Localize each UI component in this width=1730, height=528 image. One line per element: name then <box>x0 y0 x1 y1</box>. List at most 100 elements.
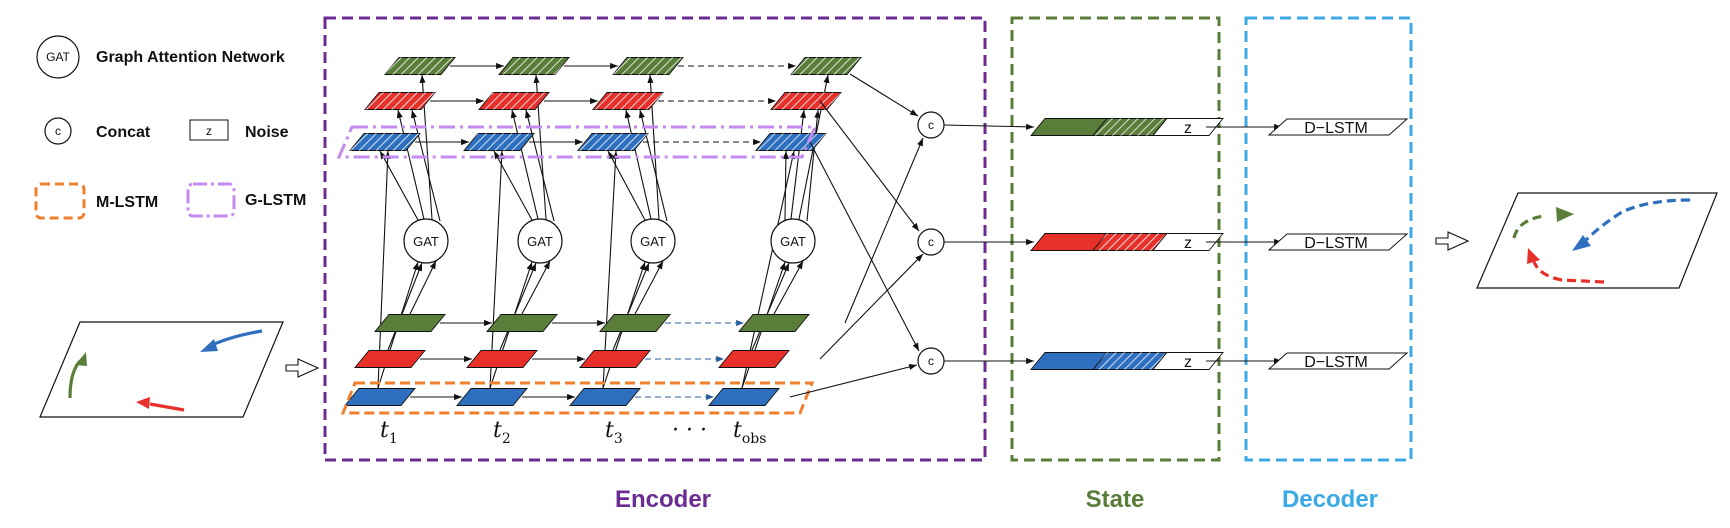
red-to-gat-arrow <box>387 262 423 351</box>
d-lstm-block-2: D−LSTM <box>1267 233 1409 252</box>
gat-node-label: GAT <box>780 234 806 249</box>
m-lstm-legend-label: M-LSTM <box>96 194 158 211</box>
bottom-green-cell-1 <box>374 314 446 332</box>
state-3-noise-segment <box>1152 352 1224 370</box>
bottom-blue-cell-3 <box>569 388 641 406</box>
input-red-trajectory <box>149 402 185 412</box>
top-green-cell-2 <box>498 57 570 75</box>
concat-symbol: c <box>928 235 934 249</box>
timestep-label-1: t1 <box>380 418 398 447</box>
gat-to-blue-arrow <box>379 150 419 221</box>
output-green-trajectory <box>1512 214 1545 239</box>
gat-to-blue-arrow <box>607 150 646 221</box>
g-lstm-dashed-box-icon <box>186 182 236 218</box>
d-lstm-label: D−LSTM <box>1304 120 1368 137</box>
state-2-interaction-segment <box>1092 233 1168 251</box>
gat-node-1: GAT <box>403 218 449 264</box>
timestep-labels: t1 t2 t3 · · · tobs <box>380 418 766 447</box>
output-scene <box>1476 192 1718 289</box>
bottom-green-cell-3 <box>599 314 671 332</box>
concat-symbol: c <box>928 354 934 368</box>
noise-symbol: z <box>1184 354 1192 371</box>
gat-to-blue-arrow <box>782 150 789 221</box>
gat-to-red-arrow <box>510 109 539 220</box>
timestep-label-3: t3 <box>605 418 623 447</box>
top-red-cell-3 <box>592 92 664 110</box>
output-red-arrowhead-icon <box>1527 248 1540 264</box>
gat-node-3: GAT <box>630 218 676 264</box>
gat-node-label: GAT <box>413 234 439 249</box>
state-label: State <box>1086 486 1145 513</box>
bottom-green-cell-2 <box>486 314 558 332</box>
top-blue-cell-2 <box>463 133 535 151</box>
legend-g-lstm: G-LSTM <box>186 182 306 218</box>
timestep-ellipsis: · · · <box>672 418 707 443</box>
top-blue-to-concat-arrow <box>809 141 920 352</box>
gat-to-red-arrow <box>806 109 821 222</box>
output-blue-arrowhead-icon <box>1572 235 1591 251</box>
skip-blue-arrow <box>741 150 796 389</box>
bottom-red-cell-3 <box>579 350 651 368</box>
output-green-arrowhead-icon <box>1556 207 1574 222</box>
skip-blue-arrow <box>377 150 391 389</box>
d-lstm-block-1: D−LSTM <box>1267 118 1409 137</box>
gat-node-icon <box>36 35 80 79</box>
legend-gat: GAT Graph Attention Network <box>36 35 285 79</box>
top-green-cell-4 <box>790 57 862 75</box>
timestep-label-2: t2 <box>493 418 511 447</box>
top-red-cell-4 <box>770 92 842 110</box>
bottom-green-to-concat-arrow <box>844 137 924 324</box>
decoder-label: Decoder <box>1282 486 1378 513</box>
bottom-red-cell-2 <box>466 350 538 368</box>
input-red-arrowhead-icon <box>136 397 150 409</box>
input-green-arrowhead-icon <box>75 352 87 366</box>
g-lstm-region <box>336 125 818 159</box>
legend-noise: z Noise <box>189 119 289 141</box>
decoder-to-output-arrow-icon <box>1435 231 1470 251</box>
input-scene-plane <box>39 321 284 418</box>
gat-node-label: GAT <box>640 234 666 249</box>
top-red-cell-1 <box>364 92 436 110</box>
concat-to-state-arrow <box>943 123 1035 130</box>
legend: GAT Graph Attention Network c Concat z N… <box>34 35 306 220</box>
bottom-red-to-concat-arrow <box>819 253 924 360</box>
gat-to-blue-arrow <box>493 150 533 221</box>
red-to-gat-arrow <box>499 262 537 351</box>
noise-box-icon <box>189 119 229 141</box>
output-red-trajectory <box>1532 261 1605 284</box>
top-green-to-concat-arrow <box>849 73 919 117</box>
green-to-gat-arrow <box>634 260 664 315</box>
bottom-blue-cell-4 <box>708 388 780 406</box>
concat-node-icon <box>44 117 72 145</box>
skip-blue-arrow <box>489 150 505 389</box>
state-1-interaction-segment <box>1092 118 1168 136</box>
concat-symbol: c <box>928 118 934 132</box>
green-to-gat-arrow <box>773 260 804 315</box>
concat-node-2: c <box>917 228 945 256</box>
top-blue-cell-1 <box>349 133 421 151</box>
m-lstm-dashed-box-icon <box>34 182 86 220</box>
top-green-cell-1 <box>384 57 456 75</box>
concat-node-1: c <box>917 111 945 139</box>
gat-node-2: GAT <box>517 218 563 264</box>
d-lstm-label: D−LSTM <box>1304 354 1368 371</box>
bottom-red-cell-1 <box>354 350 426 368</box>
gat-node-label: GAT <box>527 234 553 249</box>
gat-legend-label: Graph Attention Network <box>96 49 285 66</box>
output-scene-plane <box>1476 192 1718 289</box>
noise-symbol: z <box>1184 120 1192 137</box>
m-lstm-region <box>340 381 815 415</box>
bottom-red-cell-4 <box>718 350 790 368</box>
top-blue-cell-4 <box>755 133 827 151</box>
bottom-blue-cell-2 <box>456 388 528 406</box>
top-red-cell-2 <box>478 92 550 110</box>
concat-legend-label: Concat <box>96 124 151 141</box>
gat-to-red-arrow <box>624 109 652 220</box>
d-lstm-block-3: D−LSTM <box>1267 352 1409 371</box>
bottom-blue-cell-1 <box>344 388 416 406</box>
gat-node-4: GAT <box>770 218 816 264</box>
input-scene <box>39 321 284 418</box>
bottom-green-cell-4 <box>738 314 810 332</box>
